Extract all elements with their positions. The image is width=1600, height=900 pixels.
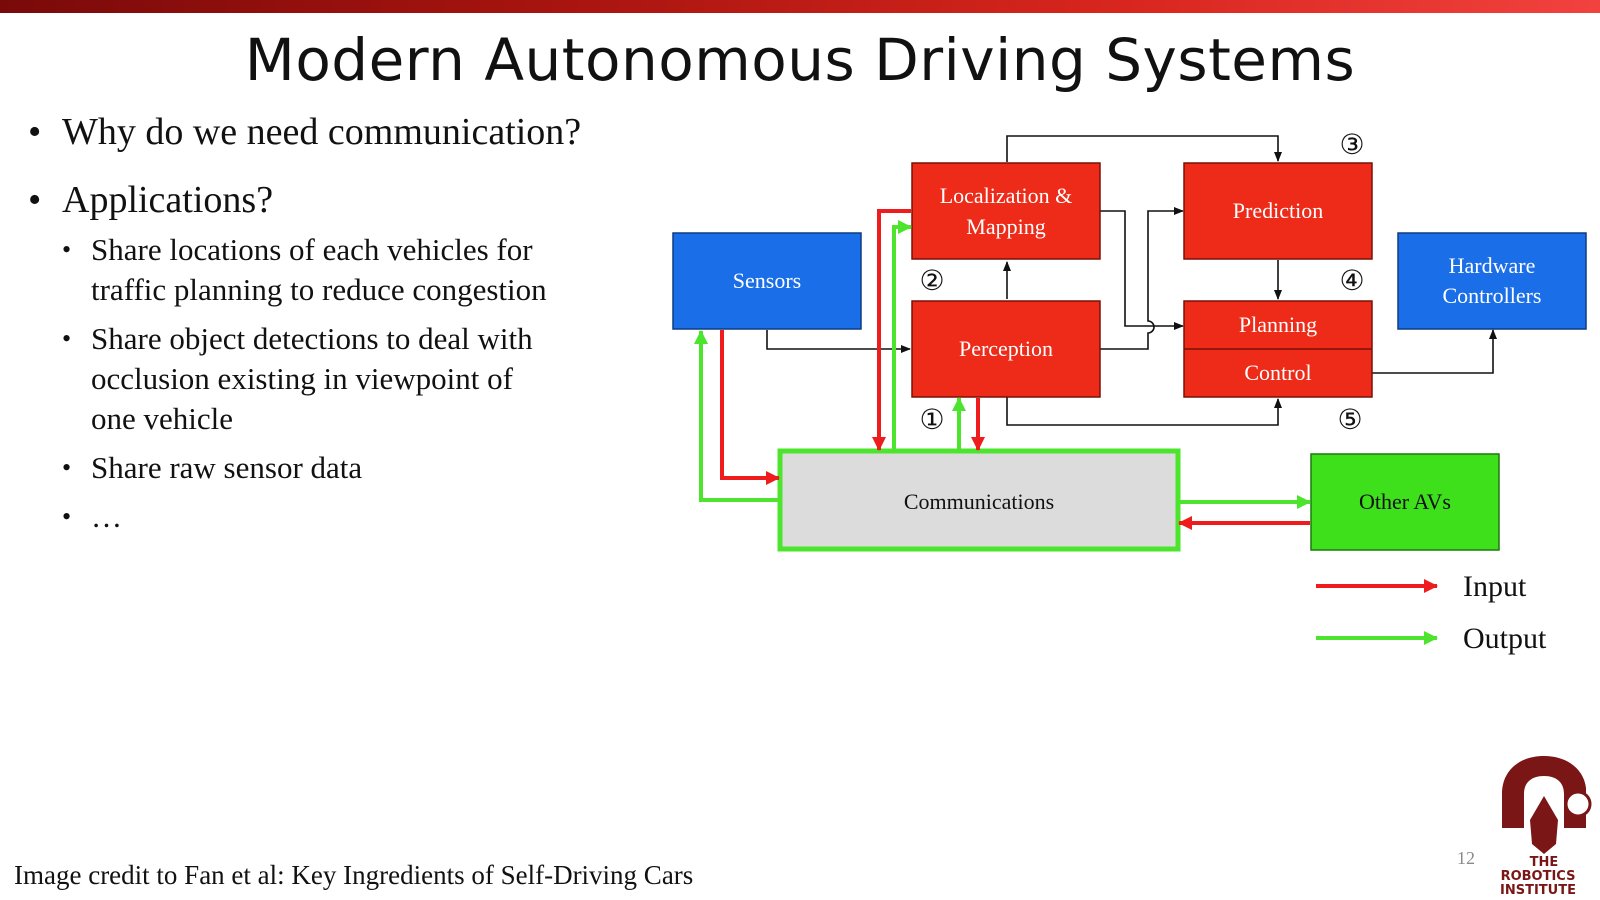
logo-text-line1: THE: [1530, 855, 1559, 870]
perception-label: Perception: [959, 336, 1053, 361]
sub-bullet-line: traffic planning to reduce congestion: [91, 272, 547, 307]
page-number: 12: [1457, 848, 1475, 868]
legend: Input Output: [1316, 570, 1547, 655]
input-arrows: [720, 209, 1310, 530]
sensors-box: [672, 232, 862, 330]
top-accent-bar: [0, 0, 1600, 13]
legend-output-label: Output: [1463, 622, 1547, 655]
marker-1: ①: [919, 403, 944, 436]
sub-bullet-share-locations: Share locations of each vehicles for tra…: [28, 230, 678, 310]
marker-4: ④: [1339, 264, 1364, 297]
marker-2: ②: [919, 264, 944, 297]
sub-bullet-share-detections: Share object detections to deal with occ…: [28, 319, 678, 439]
sub-bullet-line: Share locations of each vehicles for: [91, 232, 533, 267]
legend-input-label: Input: [1463, 570, 1527, 603]
sub-bullet-line: occlusion existing in viewpoint of: [91, 361, 513, 396]
perception-to-prediction-arrow: [1100, 207, 1184, 350]
sub-bullet-line: one vehicle: [91, 401, 234, 436]
control-to-hardware-arrow: [1372, 329, 1497, 374]
prediction-label: Prediction: [1233, 198, 1323, 223]
control-label: Control: [1244, 360, 1311, 385]
sub-bullet-line: Share raw sensor data: [91, 450, 363, 485]
localization-label-line2: Mapping: [966, 214, 1045, 239]
perception-box: [911, 300, 1101, 398]
planning-label: Planning: [1239, 312, 1317, 337]
robotics-institute-logo: THE ROBOTICS INSTITUTE: [1500, 756, 1592, 898]
slide-title: Modern Autonomous Driving Systems: [244, 26, 1356, 94]
localization-to-prediction-top-arrow: [1006, 135, 1282, 162]
sub-bullet-line: Share object detections to deal with: [91, 321, 533, 356]
sub-bullet-share-raw-data: Share raw sensor data: [28, 448, 678, 488]
localization-box: [911, 162, 1101, 260]
hardware-label-line2: Controllers: [1443, 283, 1542, 308]
marker-3: ③: [1339, 128, 1364, 161]
localization-to-comm-input-arrow: [872, 209, 911, 451]
sensors-to-comm-input-arrow: [720, 330, 780, 485]
sub-bullet-ellipsis: …: [28, 497, 678, 537]
localization-label-line1: Localization &: [940, 183, 1073, 208]
communications-box: [777, 448, 1181, 552]
other-avs-label: Other AVs: [1359, 489, 1451, 514]
logo-text-line2: ROBOTICS: [1501, 869, 1576, 884]
bullet-why-communication: Why do we need communication?: [28, 108, 678, 156]
sub-bullet-line: …: [91, 499, 122, 534]
marker-5: ⑤: [1337, 403, 1362, 436]
logo-text-line3: INSTITUTE: [1500, 883, 1576, 898]
output-arrows: [694, 220, 1311, 509]
sensors-label: Sensors: [733, 268, 801, 293]
comm-to-localization-output-arrow: [892, 220, 912, 449]
other-avs-box: [1310, 453, 1500, 551]
perception-to-control-arrow: [1006, 395, 1282, 426]
prediction-box: [1183, 162, 1373, 260]
localization-to-planning-arrow: [1100, 210, 1184, 330]
hardware-controllers-box: [1397, 232, 1587, 330]
sensors-to-perception-arrow: [766, 330, 911, 353]
black-connectors: [766, 135, 1497, 426]
comm-to-sensors-output-arrow: [694, 330, 779, 502]
image-credit: Image credit to Fan et al: Key Ingredien…: [14, 860, 694, 890]
hardware-label-line1: Hardware: [1449, 253, 1536, 278]
communications-label: Communications: [904, 489, 1054, 514]
bullet-list: Why do we need communication? Applicatio…: [28, 108, 678, 546]
bullet-applications: Applications?: [28, 176, 678, 224]
